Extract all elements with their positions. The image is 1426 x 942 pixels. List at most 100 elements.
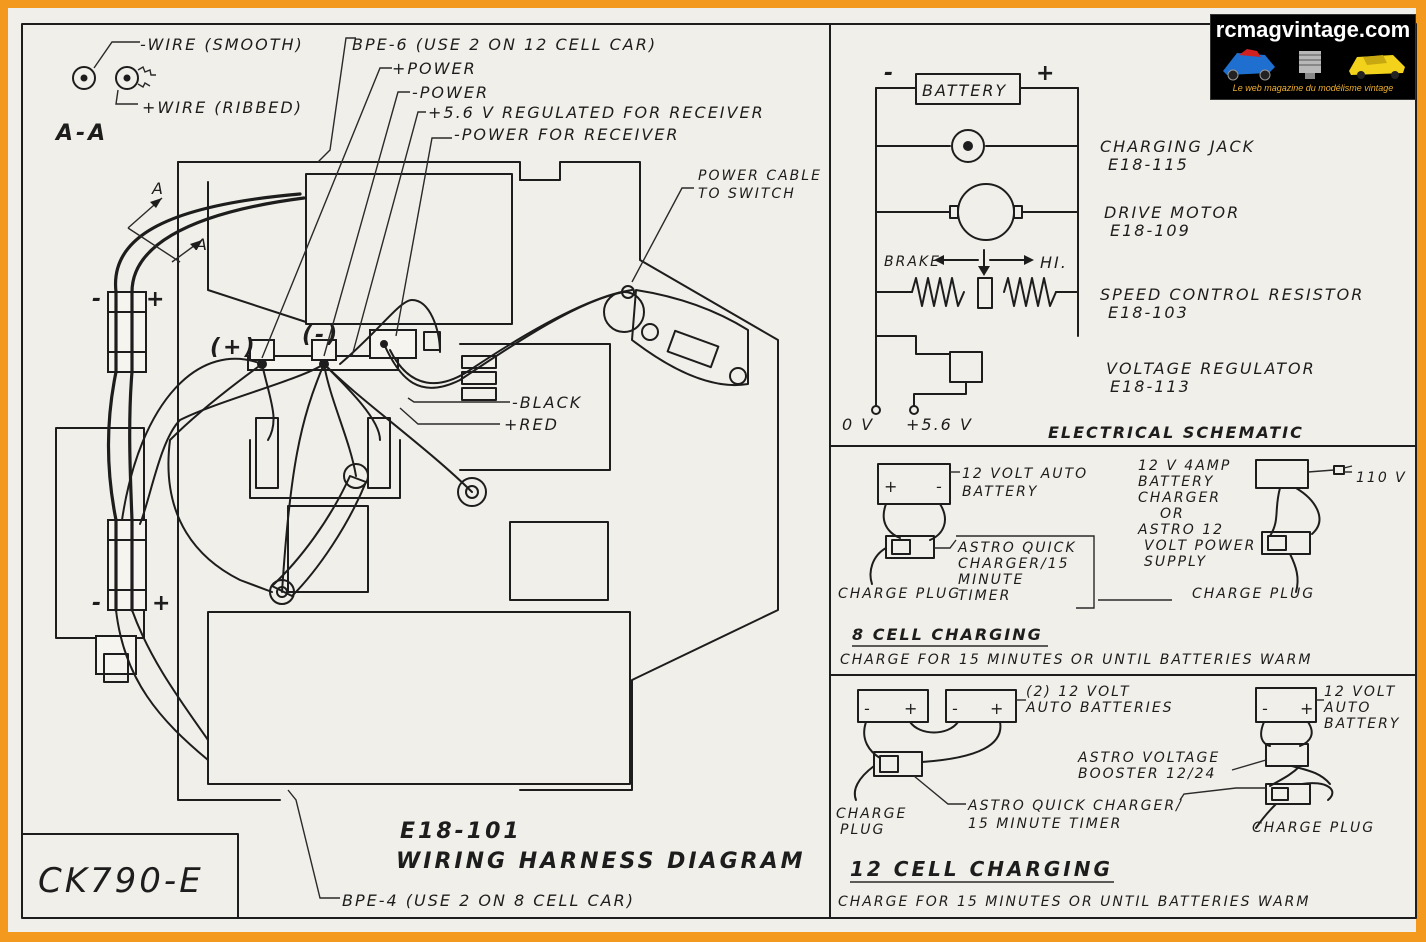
connector-plus-bottom: + (152, 591, 173, 616)
site-logo-title: rcmagvintage.com (1215, 17, 1411, 42)
connector-minus-bottom: - (92, 591, 104, 616)
batteries-label-1: (2) 12 VOLT (1026, 684, 1131, 700)
section-marker-a-bottom: A (195, 235, 209, 254)
voltage-regulator-name: VOLTAGE REGULATOR (1106, 359, 1316, 378)
drive-motor-icon (957, 183, 1015, 241)
quick-charger-label-3: MINUTE (958, 572, 1024, 588)
drive-motor-name: DRIVE MOTOR (1104, 203, 1240, 222)
black-wire-label: -BLACK (512, 393, 582, 412)
wiring-title: WIRING HARNESS DIAGRAM (396, 849, 805, 874)
charger-label-4: OR (1160, 506, 1185, 522)
plus-5v-label: +5.6 V (906, 415, 973, 434)
site-logo-tagline: Le web magazine du modélisme vintage (1232, 83, 1394, 93)
hi-label: HI. (1040, 253, 1068, 272)
auto-battery-icon (877, 463, 951, 505)
bpe4-label: BPE-4 (USE 2 ON 8 CELL CAR) (342, 891, 635, 910)
battery-minus: - (884, 61, 896, 86)
engine-icon (1299, 51, 1321, 79)
auto-battery-right-icon (1255, 687, 1317, 723)
speed-resistor-name: SPEED CONTROL RESISTOR (1100, 285, 1364, 304)
resistor-brake-icon (911, 277, 965, 307)
rc-car-icon (1349, 55, 1405, 79)
terminal-board: (+) (-) (210, 323, 487, 605)
booster-label-2: BOOSTER 12/24 (1078, 766, 1216, 782)
battery-plus: + (1036, 61, 1057, 86)
regulated-label: +5.6 V REGULATED FOR RECEIVER (428, 103, 765, 122)
charge-plug-12-left-label-1: CHARGE (836, 806, 907, 822)
charger-label-5: ASTRO 12 (1137, 522, 1224, 538)
zero-volt-label: 0 V (842, 415, 874, 434)
auto-battery-2-icon (945, 689, 1017, 723)
minus-receiver-label: -POWER FOR RECEIVER (454, 125, 680, 144)
auto-battery-label-1: 12 VOLT AUTO (962, 466, 1088, 482)
battery-right-label-1: 12 VOLT (1324, 684, 1396, 700)
battery-right-label-3: BATTERY (1324, 716, 1400, 732)
eight-cell-title: 8 CELL CHARGING (852, 625, 1043, 644)
volts-label: 110 V (1356, 470, 1407, 486)
batteries-label-2: AUTO BATTERIES (1025, 700, 1174, 716)
schematic-title: ELECTRICAL SCHEMATIC (1048, 423, 1304, 442)
power-cable-label-2: TO SWITCH (698, 186, 796, 202)
twelve-cell-charging: - + - + - + (2) 12 VOLT AUTO BATTERIES 1… (836, 684, 1400, 910)
connector-plus-top: + (146, 287, 167, 312)
wire-section-a-a: -WIRE (SMOOTH) +WIRE (RIBBED) A-A (54, 35, 302, 146)
charge-plug-12-left-icon (873, 751, 923, 777)
battery-label: BATTERY (922, 81, 1007, 100)
voltage-regulator-icon (949, 351, 983, 383)
battery-right-label-2: AUTO (1323, 700, 1371, 716)
charge-plug-12-left-label-2: PLUG (840, 822, 885, 838)
battery1-plus: + (904, 699, 919, 718)
twelve-cell-note: CHARGE FOR 15 MINUTES OR UNTIL BATTERIES… (838, 894, 1310, 910)
section-marker-a-top: A (151, 179, 165, 198)
drive-motor-code: E18-109 (1110, 221, 1191, 240)
rc-buggy-icon (1223, 49, 1275, 81)
battery-charger-icon (1255, 459, 1309, 489)
part-number: CK790-E (38, 861, 204, 901)
charge-plug-12-right-label: CHARGE PLUG (1252, 820, 1375, 836)
panel-borders (21, 23, 1417, 919)
auto-battery-label-2: BATTERY (962, 484, 1038, 500)
charging-jack-icon (951, 129, 985, 163)
electrical-schematic: - + BATTERY BRAKE HI. 0 V +5.6 V CHARGIN… (842, 61, 1364, 442)
auto-battery-1-icon (857, 689, 929, 723)
wiring-labels: A A BPE-6 (USE 2 ON 12 CELL CAR) +POWER … (38, 35, 820, 910)
charger-label-7: SUPPLY (1144, 554, 1207, 570)
speed-resistor-code: E18-103 (1108, 303, 1189, 322)
quick-charger-12-label-1: ASTRO QUICK CHARGER/ (967, 798, 1183, 814)
leader-lines (127, 37, 694, 899)
charger-label-3: CHARGER (1138, 490, 1221, 506)
battery2-plus: + (990, 699, 1005, 718)
minus-power-label: -POWER (412, 83, 489, 102)
section-label: A-A (54, 121, 108, 146)
charger-label-1: 12 V 4AMP (1138, 458, 1231, 474)
quick-charger-label-1: ASTRO QUICK (957, 540, 1077, 556)
charge-plug-right-icon (1261, 531, 1311, 555)
site-logo[interactable]: rcmagvintage.com Le web magazine du modé… (1210, 14, 1416, 100)
charging-jack-name: CHARGING JACK (1100, 137, 1255, 156)
wiring-title-code: E18-101 (400, 819, 522, 844)
resistor-hi-icon (1003, 277, 1057, 307)
charge-plug-12-right-icon (1265, 783, 1311, 805)
auto-battery-minus: - (936, 477, 944, 496)
voltage-regulator-code: E18-113 (1110, 377, 1191, 396)
charge-plug-right-label: CHARGE PLUG (1192, 586, 1315, 602)
charging-jack-code: E18-115 (1108, 155, 1189, 174)
battery1-minus: - (864, 699, 872, 718)
twelve-cell-title: 12 CELL CHARGING (850, 857, 1113, 881)
chassis-outline (177, 161, 779, 801)
battery-right-plus: + (1300, 699, 1315, 718)
logo-artwork (1223, 49, 1405, 81)
battery-right-minus: - (1262, 699, 1270, 718)
booster-label-1: ASTRO VOLTAGE (1077, 750, 1220, 766)
red-wire-label: +RED (504, 415, 559, 434)
plus-power-label: +POWER (392, 59, 477, 78)
charger-label-2: BATTERY (1138, 474, 1214, 490)
quick-charger-label-4: TIMER (958, 588, 1011, 604)
terminal-plus-label: (+) (210, 335, 258, 360)
battery-connectors: - + - + (55, 287, 173, 683)
auto-battery-plus: + (884, 477, 899, 496)
eight-cell-note: CHARGE FOR 15 MINUTES OR UNTIL BATTERIES… (840, 652, 1312, 668)
battery-symbol (915, 73, 1021, 105)
